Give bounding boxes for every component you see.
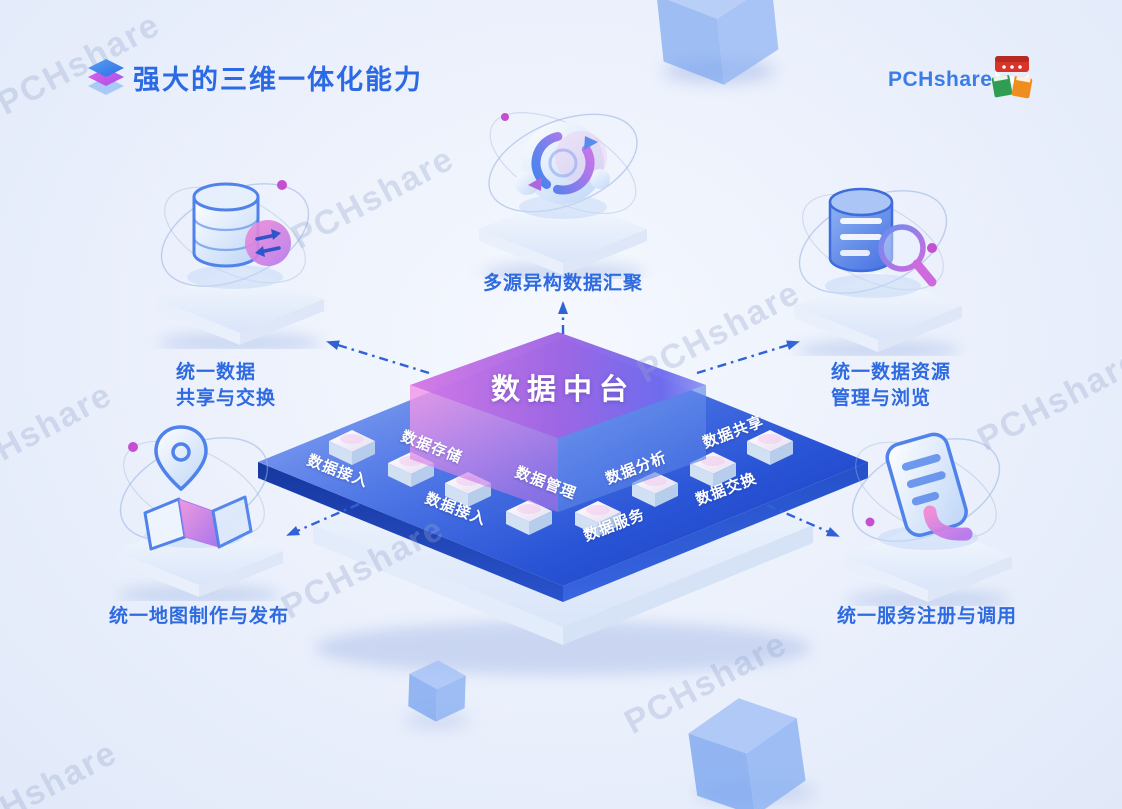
orbit-dot [927,243,937,253]
logo-text: PCHshare [888,68,993,91]
decor-cube-small [403,657,471,725]
orbit-dot [501,113,509,121]
connector-arrows [286,301,840,538]
layers-icon [88,59,124,95]
arrow-upper-right [696,340,800,375]
node-platform-bottom-right [844,432,1012,606]
arrow-upper-left [326,340,430,375]
node-platform-right [794,187,962,356]
arrow-lower-right [766,503,840,538]
node-label-left-line1: 统一数据 [176,362,257,383]
node-label-right-line2: 管理与浏览 [831,388,932,409]
arrow-lower-left [286,502,360,537]
node-label-top: 多源异构数据汇聚 [482,273,643,294]
node-label-bottom-left: 统一地图制作与发布 [108,606,289,627]
orbit-dot [865,517,875,527]
orbit-dot [277,180,287,190]
page-title: 强大的三维一体化能力 [133,65,423,95]
database-exchange-icon [187,182,291,289]
node-platform-top [479,112,647,279]
node-platform-left [156,180,324,349]
core-cube [410,332,706,512]
orbit-dot [128,442,138,452]
core-platform-label: 数据中台 [490,374,635,406]
map-pin-icon [143,425,253,551]
sync-icon [515,122,610,219]
node-label-left-line2: 共享与交换 [176,388,277,409]
node-label-right: 统一数据资源 管理与浏览 [831,360,951,412]
database-search-icon [825,187,937,298]
node-label-right-line1: 统一数据资源 [831,362,952,383]
node-label-left: 统一数据 共享与交换 [176,360,276,412]
pchshare-logo-icon [991,56,1033,99]
phone-handset-icon [923,505,973,541]
node-label-bottom-right: 统一服务注册与调用 [836,606,1017,627]
service-clipboard-icon [878,432,978,550]
node-platform-bottom-left [115,425,283,601]
